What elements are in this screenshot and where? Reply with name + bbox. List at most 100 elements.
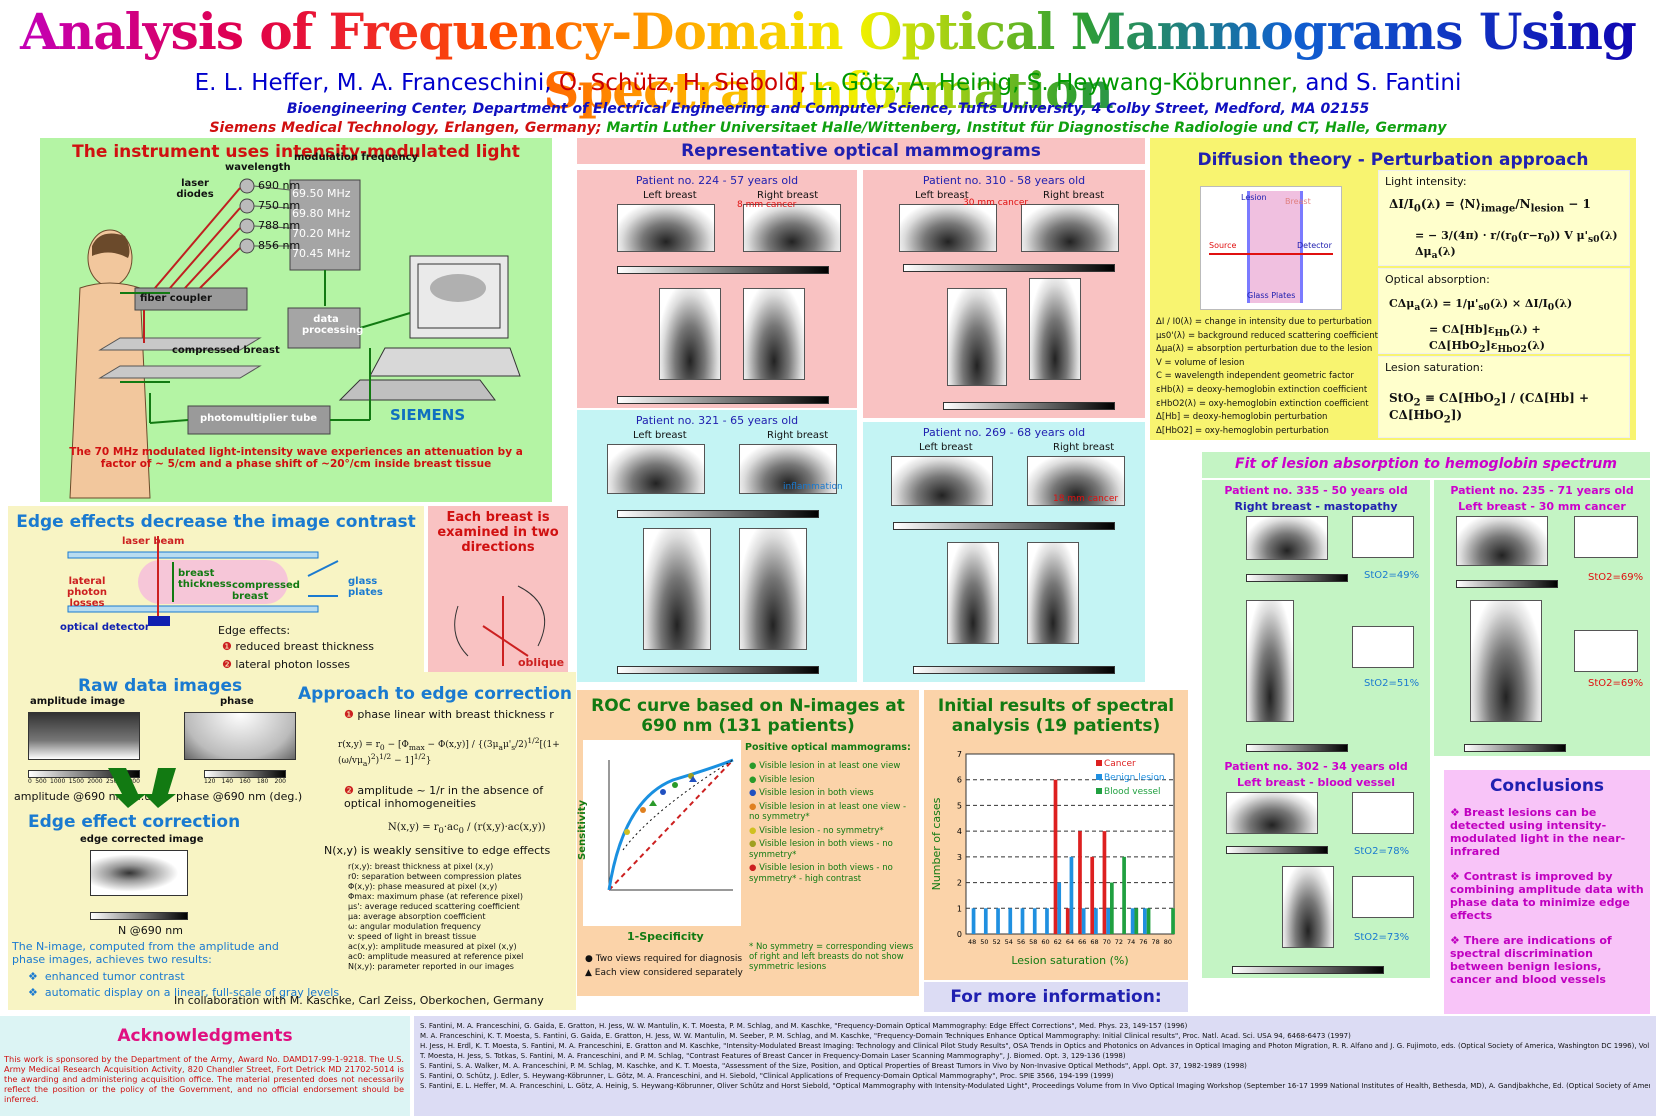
definition-line: v: speed of light in breast tissue <box>348 932 477 941</box>
patient-310-left: Left breast <box>915 190 969 201</box>
x-tick-label: 56 <box>1017 938 1025 946</box>
author-name: O. Schütz, <box>558 70 683 96</box>
spectral-title: Initial results of spectral analysis (19… <box>937 696 1175 736</box>
author-name: E. L. Heffer, <box>194 70 337 96</box>
n-image-text: The N-image, computed from the amplitude… <box>12 940 279 966</box>
sto2-value: StO2=49% <box>1364 570 1420 581</box>
conclusions-list: ❖ Breast lesions can be detected using i… <box>1450 802 1646 996</box>
bar <box>1134 908 1139 934</box>
patient-224-title: Patient no. 224 - 57 years old <box>635 174 799 187</box>
patient-269-left: Left breast <box>919 442 973 453</box>
wavelength-3: 788 nm <box>258 219 301 232</box>
mammogram-image <box>743 288 805 380</box>
colorbar <box>913 666 1115 674</box>
mammogram-image <box>1027 542 1079 644</box>
legend-marker-icon: ● <box>749 839 760 849</box>
mammogram-image <box>1246 600 1294 722</box>
annotation-label: inflammation <box>783 482 843 492</box>
legend-marker-icon: ● <box>749 788 760 798</box>
affiliation-tufts: Bioengineering Center, Department of Ele… <box>286 101 1370 117</box>
fit-p1-breast: Right breast - mastopathy <box>1234 500 1398 513</box>
x-tick-label: 64 <box>1066 938 1074 946</box>
bar <box>1106 908 1111 934</box>
bar <box>1065 908 1070 934</box>
colorbar <box>1246 574 1348 582</box>
patient-321-title: Patient no. 321 - 65 years old <box>635 414 799 427</box>
definition-line: μa: average absorption coefficient <box>348 912 486 921</box>
bar <box>1053 779 1058 934</box>
x-tick-label: 68 <box>1090 938 1098 946</box>
geometry-diagram: Lesion Breast Source Detector Glass Plat… <box>1200 186 1342 310</box>
colorbar <box>1232 966 1384 974</box>
patient-321-right: Right breast <box>767 430 829 441</box>
lateral-losses-label: lateral photon losses <box>67 576 107 609</box>
roc-ylabel: Sensitivity <box>577 800 588 860</box>
author-name: M. A. Franceschini, <box>336 70 559 96</box>
breast-label: Breast <box>1285 197 1311 206</box>
sto2-value: StO2=69% <box>1588 678 1644 689</box>
affiliation-siemens-halle: Siemens Medical Technology, Erlangen, Ge… <box>0 120 1656 136</box>
diffusion-title: Diffusion theory - Perturbation approach <box>1197 150 1589 170</box>
reference-item: S. Fantini, S. A. Walker, M. A. Francesc… <box>420 1062 1247 1070</box>
bar <box>1094 908 1098 934</box>
patient-269-panel: Patient no. 269 - 68 years old Left brea… <box>863 422 1145 682</box>
x-tick-label: 78 <box>1152 938 1160 946</box>
y-tick-label: 5 <box>957 801 962 810</box>
legend-line: εHbO2(λ) = oxy-hemoglobin extinction coe… <box>1156 398 1369 409</box>
mammogram-image <box>899 204 997 252</box>
laser-beam-label: laser beam <box>122 536 185 547</box>
conclusion-item: ❖ Breast lesions can be detected using i… <box>1450 806 1626 858</box>
colorbar <box>943 402 1115 410</box>
lesion-saturation-label: Lesion saturation: <box>1385 361 1484 374</box>
glass-plates-label: glass plates <box>348 576 383 598</box>
sto2-value: StO2=51% <box>1364 678 1420 689</box>
roc-note-2: ▲ Each view considered separately <box>585 968 743 978</box>
optical-detector-label: optical detector <box>60 622 150 633</box>
merge-arrows <box>108 768 176 808</box>
y-tick-label: 6 <box>957 776 962 785</box>
conclusions-panel: Conclusions ❖ Breast lesions can be dete… <box>1444 770 1650 1014</box>
wavelength-label: wavelength <box>225 162 291 173</box>
legend-line: Δ[Hb] = deoxy-hemoglobin perturbation <box>1156 412 1328 423</box>
roc-footnote: * No symmetry = corresponding views of r… <box>749 942 914 972</box>
colorbar <box>28 770 140 778</box>
roc-legend-item: ● Visible lesion in both views <box>749 788 874 798</box>
bar <box>1090 856 1095 934</box>
phase-caption: phase @690 nm (deg.) <box>176 790 303 803</box>
collaboration-text: In collaboration with M. Kaschke, Carl Z… <box>174 994 544 1007</box>
legend-label: Cancer <box>1104 759 1136 769</box>
spectrum-fit-plot <box>1574 516 1638 558</box>
more-info-title: For more information: <box>950 987 1162 1007</box>
legend-label: Benign lesion <box>1104 773 1165 783</box>
author-name: H. Siebold, <box>682 70 814 96</box>
bar <box>1143 908 1147 934</box>
wavelength-list: 690 nm 750 nm 788 nm 856 nm <box>258 176 300 256</box>
fit-title-bar: Fit of lesion absorption to hemoglobin s… <box>1202 452 1650 478</box>
edge-corrected-label: edge corrected image <box>80 834 204 845</box>
sto2-value: StO2=73% <box>1354 932 1410 943</box>
definition-line: N(x,y): parameter reported in our images <box>348 962 514 971</box>
amplitude-image-label: amplitude image <box>30 696 126 707</box>
siemens-logo: SIEMENS <box>390 406 466 424</box>
modulation-frequency-label: modulation frequency <box>294 152 419 163</box>
approach-definitions: r(x,y): breast thickness at pixel (x,y)r… <box>348 862 574 972</box>
instrument-title: The instrument uses intensity-modulated … <box>72 142 520 162</box>
author-name: L. Götz, <box>813 70 909 96</box>
legend-line: Δμa(λ) = absorption perturbation due to … <box>1156 344 1373 355</box>
mammogram-image <box>1282 866 1334 948</box>
bar <box>1069 856 1074 934</box>
mammogram-image <box>1029 278 1081 380</box>
roc-chart <box>583 740 741 926</box>
colorbar <box>617 666 819 674</box>
mammogram-image <box>947 288 1007 386</box>
patient-310-panel: Patient no. 310 - 58 years old Left brea… <box>863 170 1145 418</box>
colorbar <box>617 510 819 518</box>
optical-absorption-label: Optical absorption: <box>1385 273 1490 286</box>
directions-panel: Each breast is examined in two direction… <box>428 506 568 692</box>
definition-line: μs': average reduced scattering coeffici… <box>348 902 520 911</box>
edge-effects-label: Edge effects: <box>218 624 291 637</box>
legend-line: Δ[HbO2] = oxy-hemoglobin perturbation <box>1156 425 1329 436</box>
n-equation: N(x,y) = r0·ac0 / (r(x,y)·ac(x,y)) <box>388 822 546 835</box>
bar <box>996 908 1000 934</box>
conclusion-item: ❖ Contrast is improved by combining ampl… <box>1450 870 1644 922</box>
